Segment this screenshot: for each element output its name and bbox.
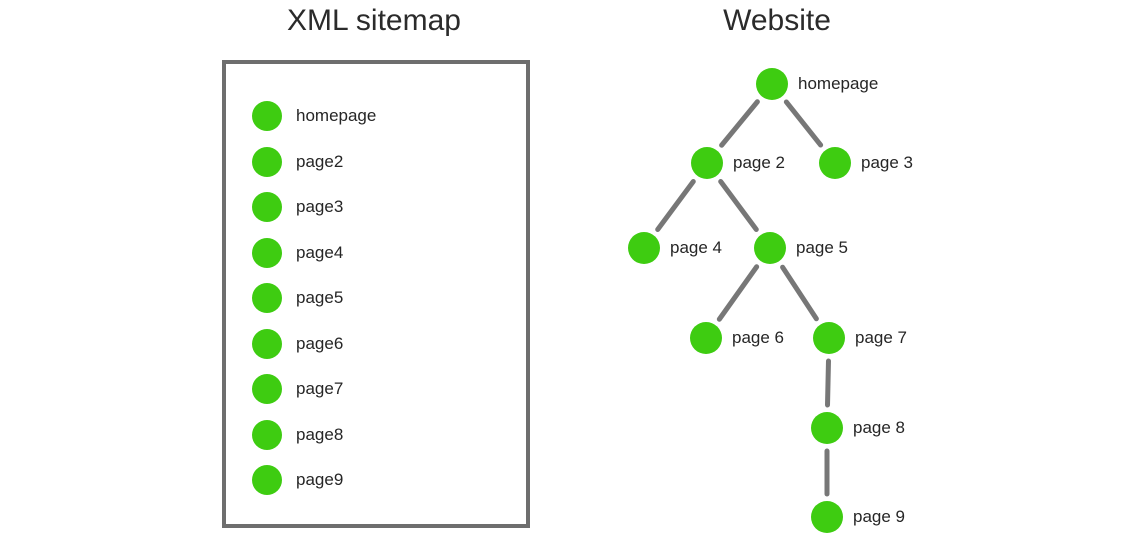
sitemap-list-item-label: page5 — [296, 288, 344, 307]
tree-node-page6: page 6 — [690, 322, 784, 354]
sitemap-list-item-label: homepage — [296, 106, 377, 125]
page-dot-icon — [252, 374, 282, 404]
tree-edge-page5-to-page7 — [780, 264, 819, 322]
tree-node-page5: page 5 — [754, 232, 848, 264]
tree-node-label: homepage — [798, 74, 879, 93]
tree-edge-homepage-to-page2 — [719, 99, 760, 148]
sitemap-list-item-label: page3 — [296, 197, 344, 216]
tree-edge-page5-to-page6 — [716, 264, 760, 322]
tree-edge-page2-to-page5 — [718, 178, 759, 233]
tree-node-label: page 6 — [732, 328, 784, 347]
sitemap-list-item: homepage — [252, 101, 376, 131]
tree-node-label: page 7 — [855, 328, 907, 347]
page-dot-icon — [813, 322, 845, 354]
tree-node-page2: page 2 — [691, 147, 785, 179]
page-dot-icon — [811, 412, 843, 444]
sitemap-list-item: page7 — [252, 374, 343, 404]
page-dot-icon — [252, 237, 282, 268]
tree-edge-page2-to-page4 — [655, 178, 696, 233]
tree-node-page9: page 9 — [811, 501, 905, 533]
page-dot-icon — [252, 283, 282, 313]
tree-edge-homepage-to-page3 — [783, 99, 824, 148]
tree-node-label: page 2 — [733, 153, 785, 172]
website-title: Website — [723, 4, 831, 37]
page-dot-icon — [252, 465, 282, 495]
sitemap-list-item: page8 — [252, 419, 344, 450]
xml-sitemap-title: XML sitemap — [287, 4, 461, 37]
sitemap-list-item: page2 — [252, 146, 344, 177]
sitemap-list-item: page9 — [252, 465, 343, 495]
tree-node-label: page 3 — [861, 153, 913, 172]
tree-node-label: page 4 — [670, 238, 722, 257]
page-dot-icon — [252, 101, 282, 131]
tree-node-page8: page 8 — [811, 412, 905, 444]
tree-node-label: page 5 — [796, 238, 848, 257]
page-dot-icon — [252, 328, 282, 359]
tree-node-page7: page 7 — [813, 322, 907, 354]
page-dot-icon — [252, 146, 282, 177]
sitemap-list-item: page4 — [252, 237, 344, 268]
tree-node-page3: page 3 — [819, 147, 913, 179]
sitemap-list-item-label: page8 — [296, 424, 344, 444]
tree-node-label: page 9 — [853, 507, 905, 526]
tree-node-page4: page 4 — [628, 232, 722, 264]
tree-node-homepage: homepage — [756, 68, 878, 100]
tree-edge-page7-to-page8 — [825, 358, 831, 408]
page-dot-icon — [819, 147, 851, 179]
xml-sitemap-list: homepage page2 page3 page4 page5 page6 page7 pa… — [222, 60, 530, 528]
sitemap-list-item: page3 — [252, 192, 343, 222]
page-dot-icon — [690, 322, 722, 354]
sitemap-list-item-label: page6 — [296, 333, 344, 353]
sitemap-list-item-label: page7 — [296, 379, 344, 398]
page-dot-icon — [252, 192, 282, 222]
page-dot-icon — [628, 232, 660, 264]
sitemap-list-item: page5 — [252, 283, 343, 313]
sitemap-list-item-label: page2 — [296, 151, 344, 171]
page-dot-icon — [756, 68, 788, 100]
page-dot-icon — [691, 147, 723, 179]
page-dot-icon — [811, 501, 843, 533]
sitemap-list-item-label: page4 — [296, 242, 344, 262]
page-dot-icon — [252, 419, 282, 450]
tree-node-label: page 8 — [853, 418, 905, 437]
page-dot-icon — [754, 232, 786, 264]
sitemap-list-item-label: page9 — [296, 470, 344, 489]
sitemap-list-item: page6 — [252, 328, 344, 359]
